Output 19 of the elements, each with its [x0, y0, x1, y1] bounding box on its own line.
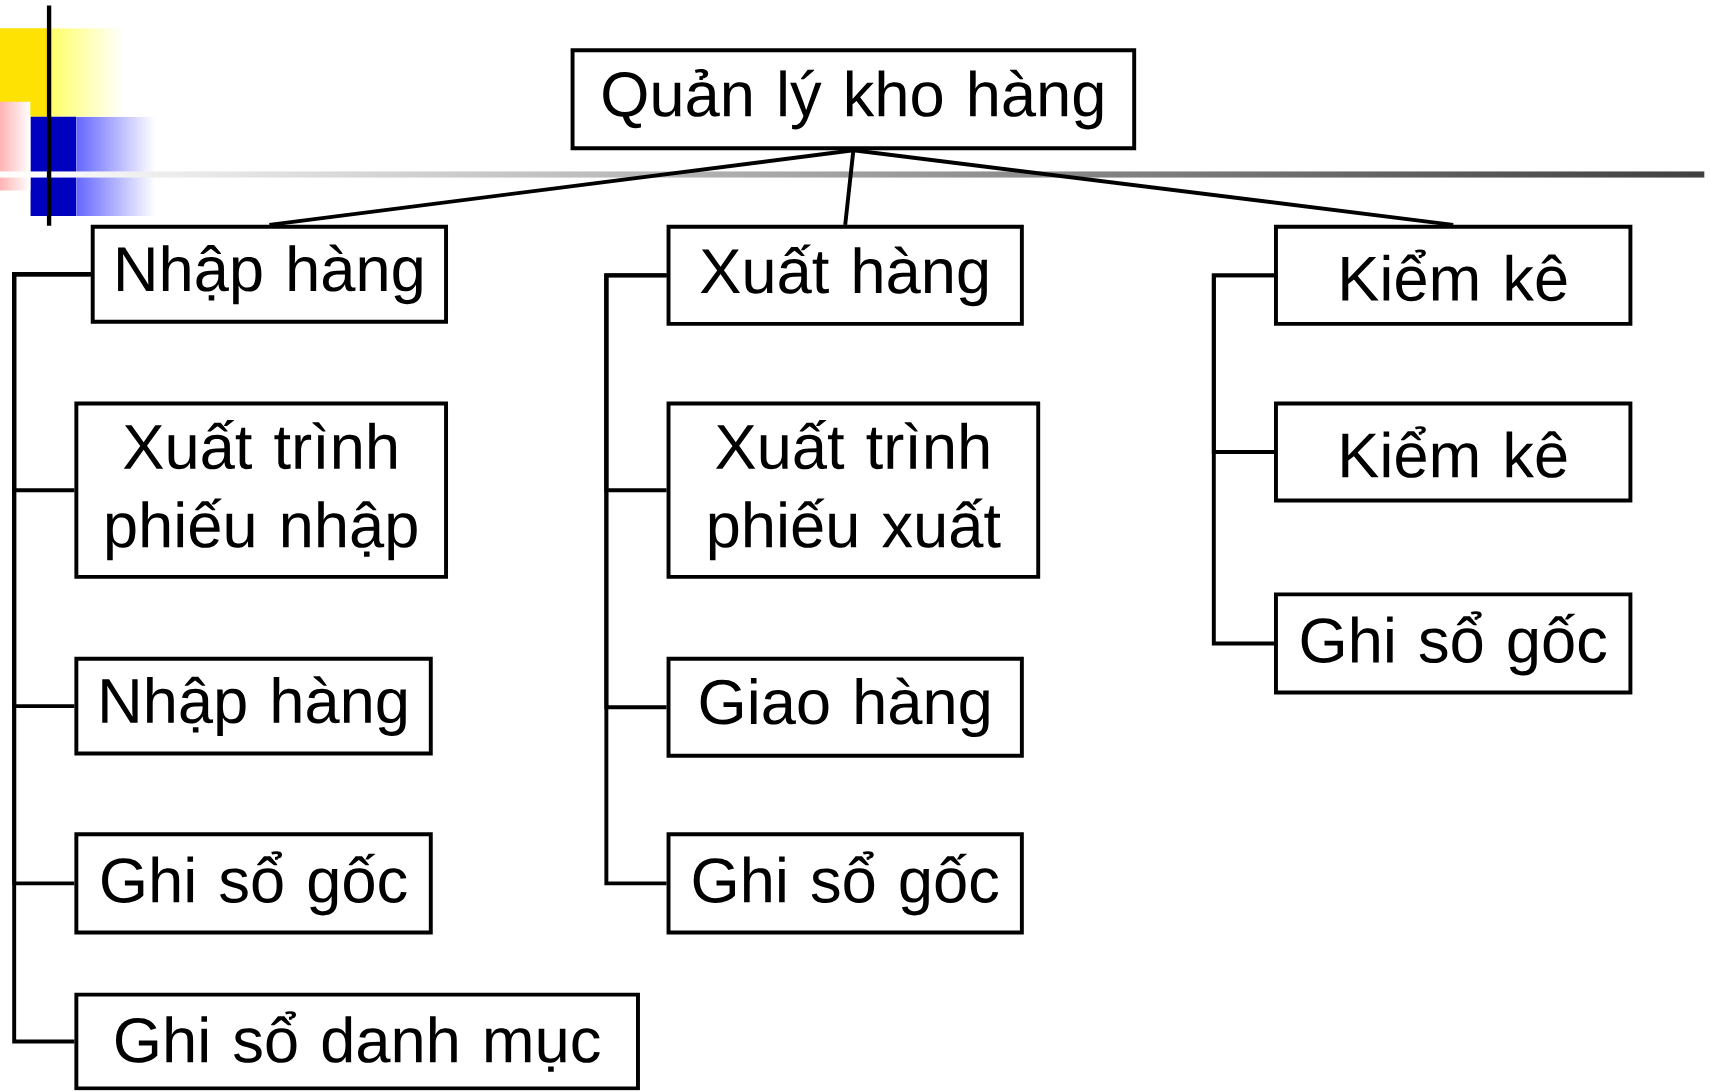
process-box: Quản lý kho hàng [570, 48, 1137, 151]
process-box: Nhập hàng [90, 225, 448, 324]
process-box: Xuất trình phiếu nhập [74, 401, 448, 580]
process-box: Nhập hàng [74, 656, 433, 756]
process-box: Kiểm kê [1274, 225, 1633, 327]
connector-line [843, 150, 856, 226]
process-box: Ghi sổ gốc [666, 832, 1024, 935]
connector-line [853, 148, 1454, 228]
process-box: Xuất trình phiếu xuất [666, 401, 1041, 580]
connector-line [1211, 273, 1274, 646]
process-box: Giao hàng [666, 656, 1024, 758]
process-box: Xuất hàng [666, 225, 1024, 327]
process-box: Ghi sổ danh mục [74, 992, 640, 1091]
connector-line [269, 148, 854, 228]
connector-line [12, 272, 91, 1044]
process-box: Ghi sổ gốc [1274, 592, 1633, 695]
process-box: Kiểm kê [1274, 401, 1633, 503]
process-box: Ghi sổ gốc [74, 832, 433, 935]
connector-line [604, 273, 667, 886]
